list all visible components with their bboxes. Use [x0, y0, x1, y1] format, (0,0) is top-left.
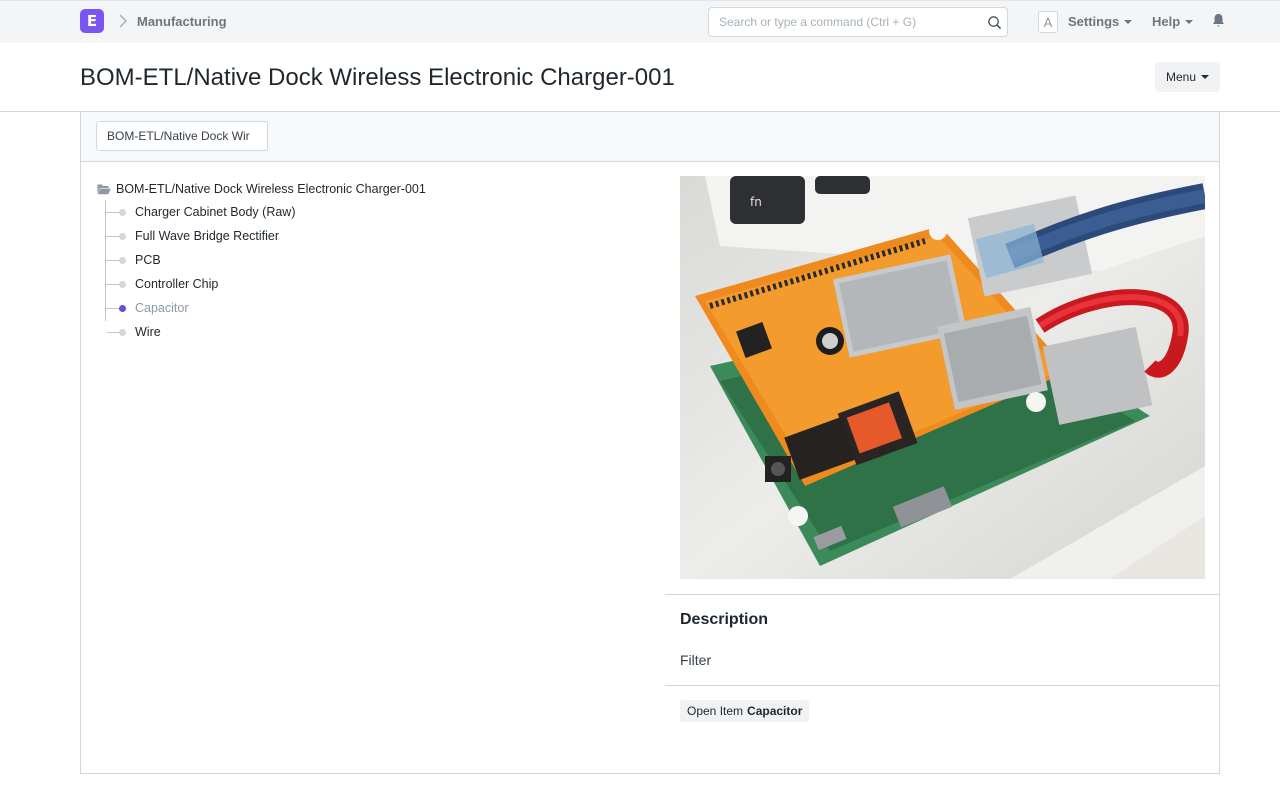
open-item-name: Capacitor: [747, 704, 803, 718]
caret-down-icon: [1185, 19, 1194, 24]
folder-open-icon: [97, 184, 111, 195]
tree-item[interactable]: Charger Cabinet Body (Raw): [106, 200, 426, 224]
tree-node-dot: [119, 257, 126, 264]
breadcrumb-manufacturing[interactable]: Manufacturing: [137, 14, 227, 29]
description-text: Filter: [680, 652, 712, 668]
tree-item-label: Full Wave Bridge Rectifier: [135, 229, 280, 243]
tree-line-mask: [105, 321, 107, 345]
menu-button[interactable]: Menu: [1155, 62, 1220, 92]
tree-item[interactable]: Full Wave Bridge Rectifier: [106, 224, 426, 248]
tree-children: Charger Cabinet Body (Raw) Full Wave Bri…: [105, 200, 426, 345]
tree-item-label: Wire: [135, 325, 161, 339]
menu-label: Menu: [1165, 70, 1197, 84]
app-logo[interactable]: E: [80, 9, 104, 33]
open-item-prefix: Open Item: [687, 704, 744, 718]
tree-node-dot: [119, 209, 126, 216]
tree-item-label: PCB: [135, 253, 161, 267]
divider: [665, 594, 1220, 595]
filter-bar: BOM-ETL/Native Dock Wir: [81, 112, 1219, 162]
tree-item[interactable]: Wire: [106, 320, 426, 344]
open-item-button[interactable]: Open Item Capacitor: [680, 700, 810, 722]
description-title: Description: [680, 611, 769, 628]
caret-down-icon: [1201, 75, 1210, 79]
tree-node-dot: [119, 329, 126, 336]
tree-view-frame: BOM-ETL/Native Dock Wir BOM-ETL/Native D…: [80, 112, 1220, 774]
bom-filter[interactable]: BOM-ETL/Native Dock Wir: [96, 121, 268, 151]
tree-item[interactable]: Controller Chip: [106, 272, 426, 296]
settings-dropdown[interactable]: Settings: [1068, 14, 1133, 29]
settings-label: Settings: [1068, 14, 1120, 29]
tree-node-dot: [119, 233, 126, 240]
user-avatar[interactable]: A: [1038, 11, 1058, 33]
circuit-board-photo: fn: [680, 176, 1205, 579]
tree-item-label: Controller Chip: [135, 277, 219, 291]
bell-icon[interactable]: [1212, 13, 1225, 28]
divider: [665, 685, 1220, 686]
search-input[interactable]: Search or type a command (Ctrl + G): [708, 7, 1008, 37]
svg-text:fn: fn: [750, 195, 762, 209]
page-title: BOM-ETL/Native Dock Wireless Electronic …: [80, 64, 675, 91]
tree-node-dot-active: [119, 305, 126, 312]
tree-item-label: Capacitor: [135, 301, 189, 315]
bom-tree: BOM-ETL/Native Dock Wireless Electronic …: [97, 180, 426, 345]
help-dropdown[interactable]: Help: [1152, 14, 1194, 29]
caret-down-icon: [1124, 19, 1133, 24]
help-label: Help: [1152, 14, 1181, 29]
tree-root-label: BOM-ETL/Native Dock Wireless Electronic …: [116, 182, 426, 196]
item-image: fn: [680, 176, 1205, 579]
search-icon: [988, 16, 1002, 30]
tree-item[interactable]: PCB: [106, 248, 426, 272]
tree-node-dot: [119, 281, 126, 288]
tree-item-active[interactable]: Capacitor: [106, 296, 426, 320]
page-head: BOM-ETL/Native Dock Wireless Electronic …: [0, 43, 1280, 112]
tree-item-label: Charger Cabinet Body (Raw): [135, 205, 296, 219]
tree-root[interactable]: BOM-ETL/Native Dock Wireless Electronic …: [97, 180, 426, 198]
search-placeholder: Search or type a command (Ctrl + G): [719, 15, 917, 29]
chevron-right-icon: [119, 14, 128, 28]
navbar: E Manufacturing Search or type a command…: [0, 0, 1280, 43]
